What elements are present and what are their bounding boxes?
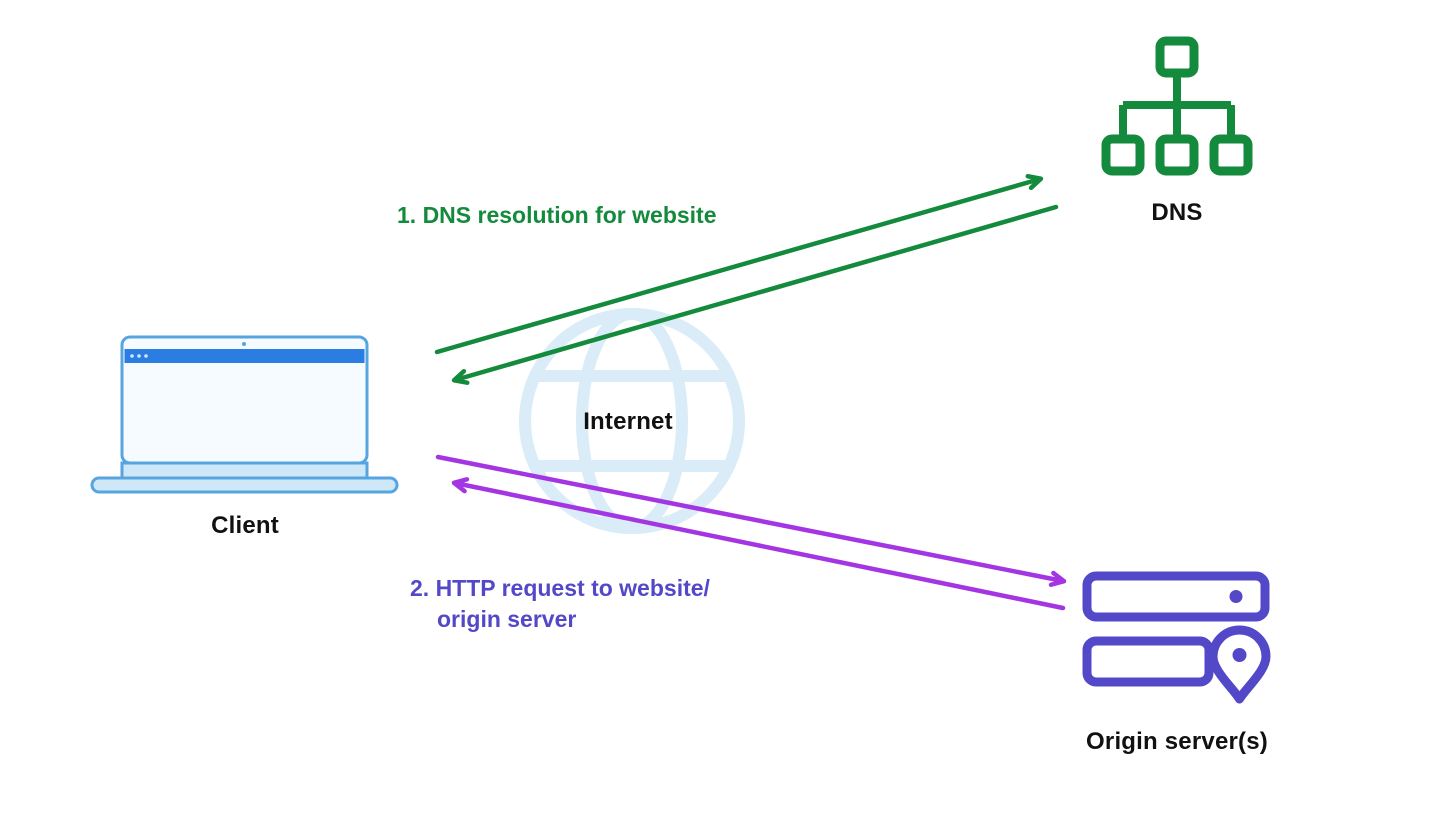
- step1-text: 1. DNS resolution for website: [397, 202, 717, 228]
- http-request-arrow: [435, 454, 1067, 587]
- step2-http-request-label: 2. HTTP request to website/ origin serve…: [410, 573, 710, 635]
- client-label: Client: [211, 512, 279, 539]
- dns-request-arrow: [434, 174, 1044, 355]
- http-response-arrow: [451, 477, 1066, 611]
- step1-dns-resolution-label: 1. DNS resolution for website: [397, 202, 717, 229]
- origin-server-label: Origin server(s): [1086, 728, 1268, 755]
- internet-globe-icon: [519, 308, 745, 534]
- dns-tree-icon: [1101, 36, 1253, 176]
- dns-label: DNS: [1151, 199, 1203, 226]
- dns-response-arrow: [451, 204, 1059, 385]
- origin-server-icon: [1082, 571, 1271, 704]
- step2-text-line1: 2. HTTP request to website/: [410, 575, 710, 601]
- internet-label: Internet: [583, 408, 673, 435]
- step2-text-line2: origin server: [437, 606, 577, 632]
- client-laptop-icon: [90, 335, 399, 494]
